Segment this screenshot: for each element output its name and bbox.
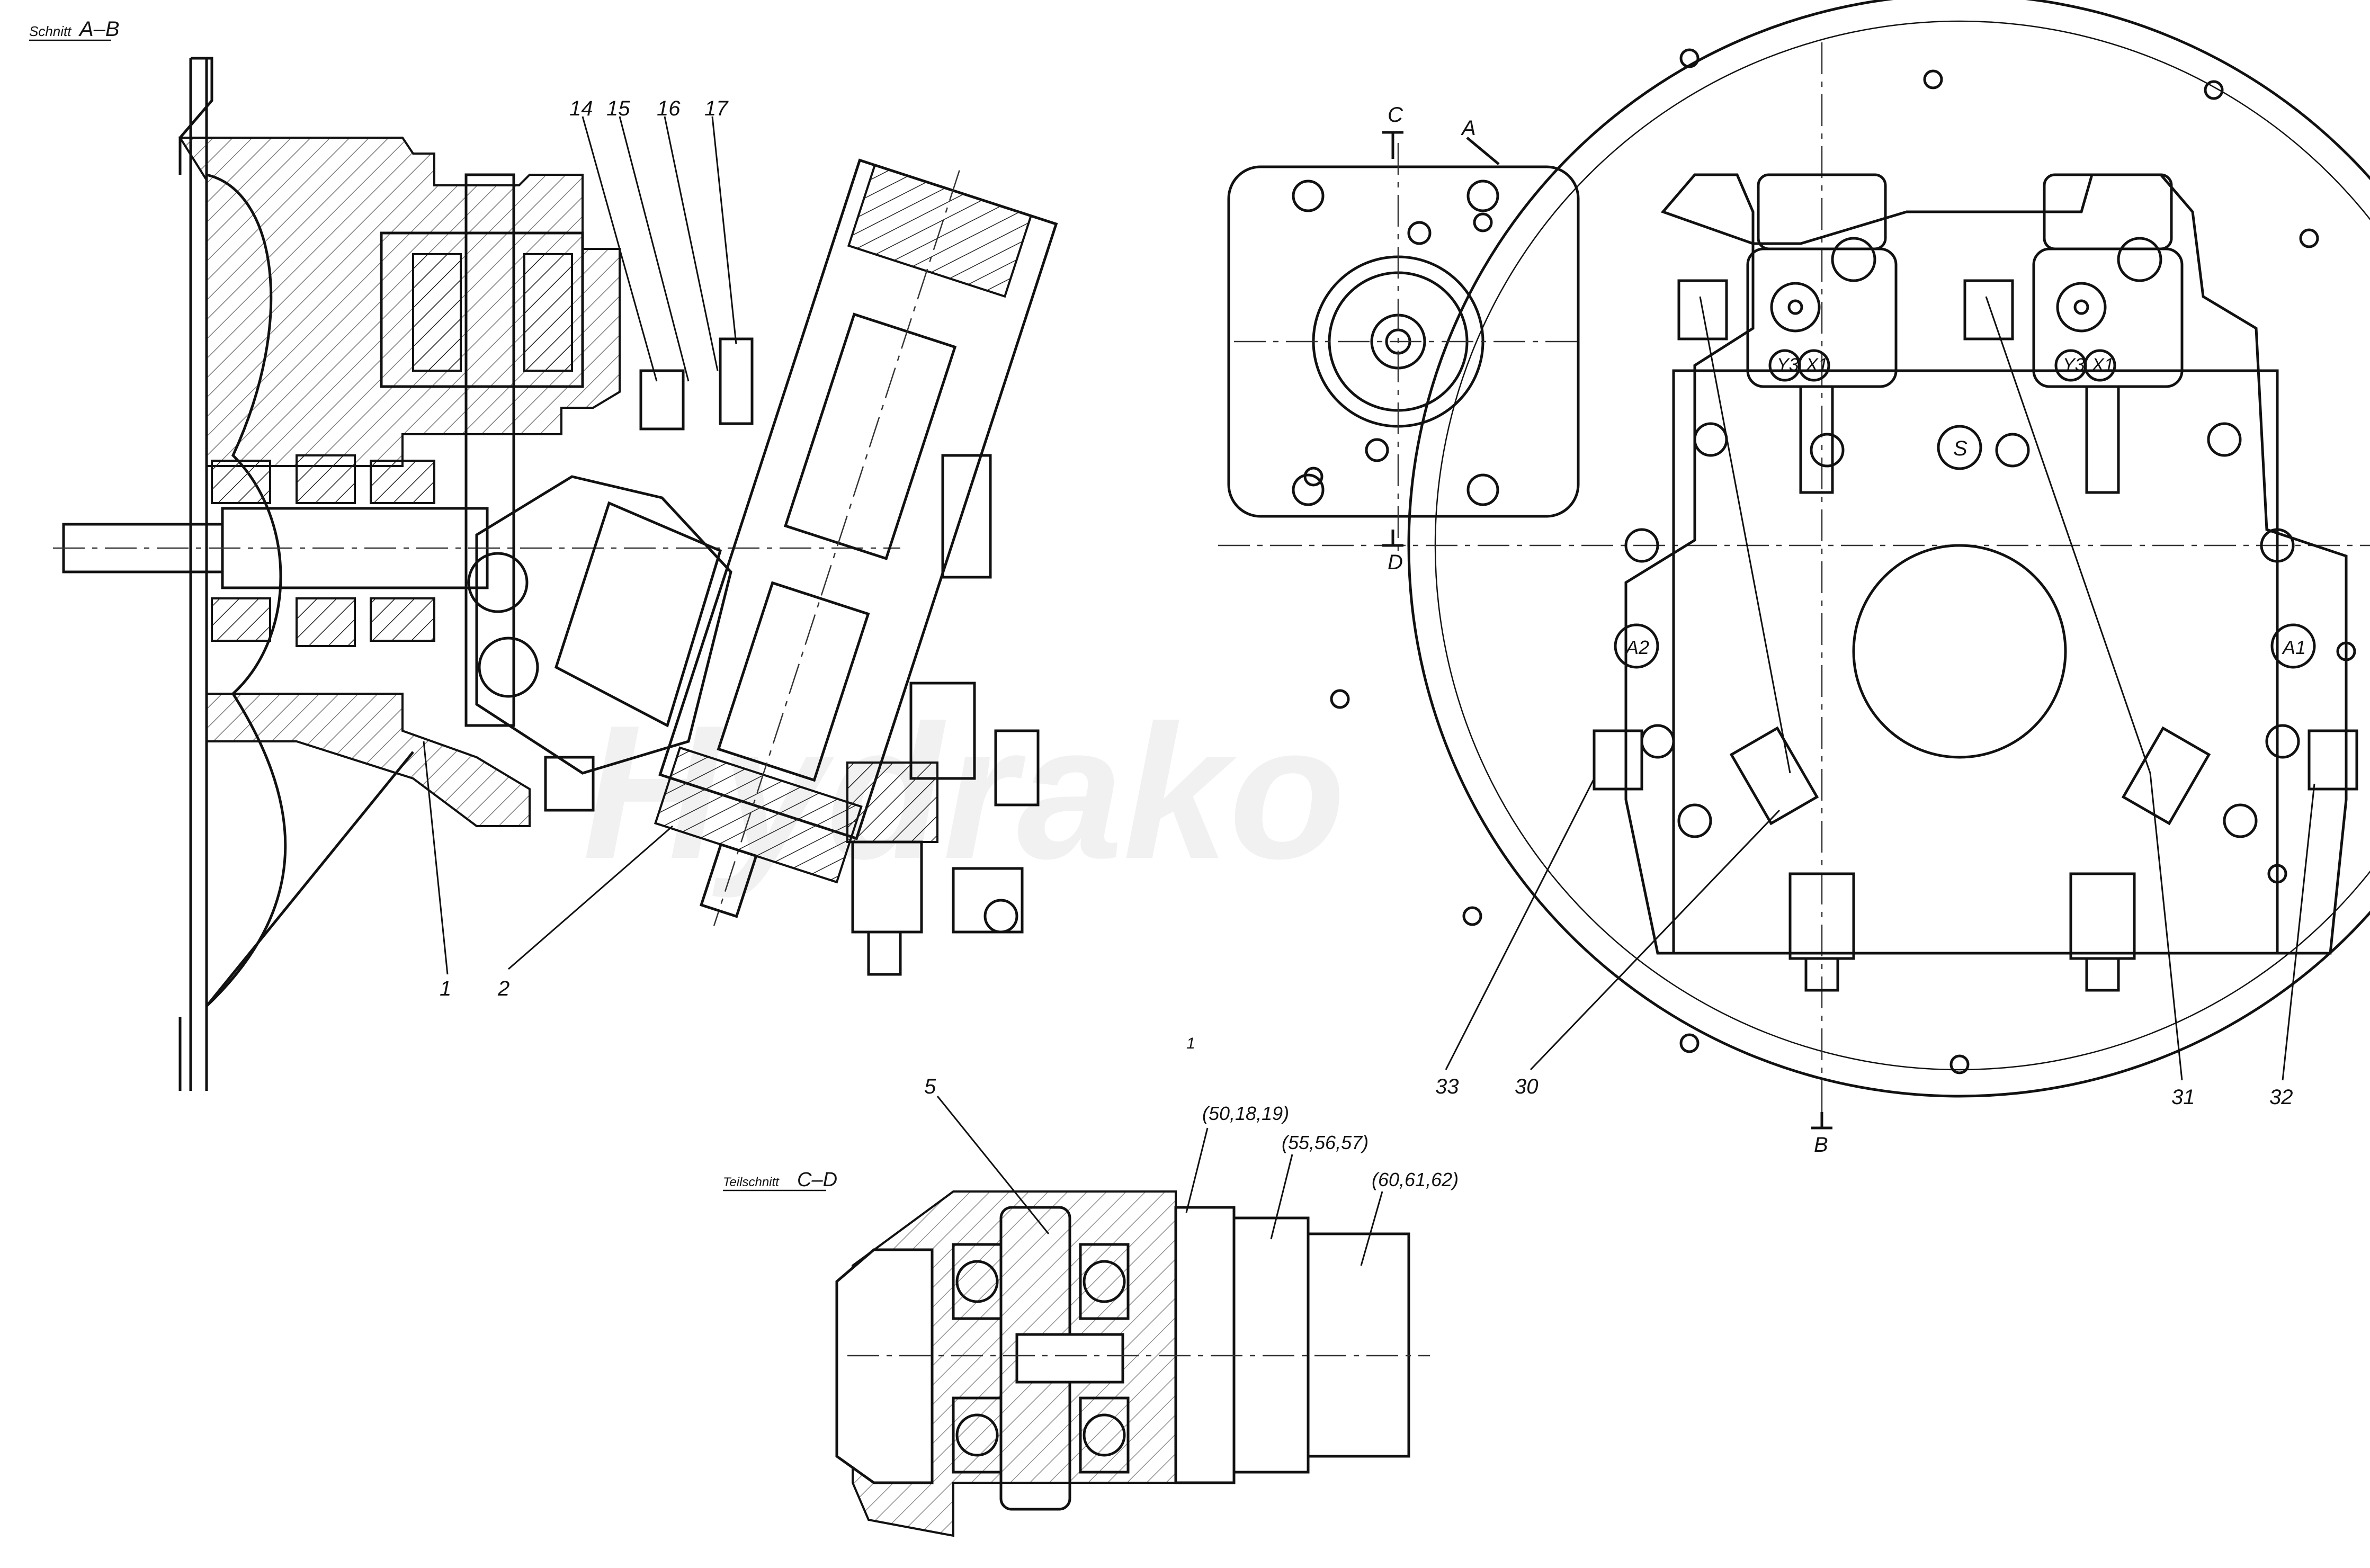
- cut-marker-a: A: [1461, 117, 1476, 140]
- callout-30: 30: [1515, 1075, 1539, 1098]
- section-cd-view: Teilschnitt C–D 5 (50,18,19) (55,56,57) …: [723, 1075, 1459, 1537]
- callout-group-60: (60,61,62): [1372, 1169, 1459, 1190]
- cylinder-block: [554, 501, 722, 728]
- callout-1: 1: [440, 977, 451, 1000]
- flange-disk: [1407, 0, 2370, 1098]
- callout-17: 17: [704, 97, 729, 120]
- port-label-a1: A1: [2282, 637, 2306, 658]
- control-valve-left: [1677, 173, 1898, 494]
- section-cd-title: Teilschnitt: [723, 1175, 780, 1189]
- callout-32: 32: [2269, 1086, 2293, 1109]
- stray-mark: 1: [1186, 1035, 1195, 1052]
- section-ab-label: A–B: [78, 17, 120, 41]
- center-bore: [1852, 544, 2067, 759]
- section-ab-title: Schnitt: [29, 23, 72, 39]
- callout-15: 15: [606, 97, 630, 120]
- section-cd-label: C–D: [797, 1169, 837, 1191]
- front-view: Y3 X1 Y3 X1 S A2 A1 C D A B 33 30 31 32: [1218, 0, 2370, 1157]
- section-ab-view: Schnitt A–B: [29, 17, 1058, 1091]
- port-s-circle: [1937, 425, 1982, 470]
- gear-bearing-housing: [380, 231, 584, 388]
- callout-group-55: (55,56,57): [1282, 1132, 1369, 1153]
- callout-group-50: (50,18,19): [1202, 1103, 1289, 1124]
- mount-plate: [1227, 143, 1584, 556]
- callout-31: 31: [2171, 1086, 2195, 1109]
- callout-33: 33: [1435, 1075, 1459, 1098]
- valve-column: [846, 454, 1040, 976]
- port-label-a2: A2: [1625, 637, 1649, 658]
- cut-marker-d: D: [1388, 551, 1403, 574]
- cut-marker-b: B: [1814, 1133, 1828, 1157]
- control-valve-right: [1963, 173, 2184, 494]
- callout-14: 14: [569, 97, 593, 120]
- pump-housing: [1624, 173, 2348, 955]
- port-label-s: S: [1953, 437, 1967, 460]
- callout-5: 5: [924, 1075, 936, 1098]
- callout-16: 16: [657, 97, 681, 120]
- control-block: [654, 158, 1058, 926]
- port-label-y3-right: Y3: [2063, 355, 2085, 375]
- port-label-x1-right: X1: [2091, 355, 2114, 375]
- callout-2: 2: [497, 977, 509, 1000]
- port-label-x1-left: X1: [1805, 355, 1828, 375]
- port-label-y3-left: Y3: [1777, 355, 1799, 375]
- cut-marker-c: C: [1388, 103, 1403, 127]
- tapered-bearings: [211, 454, 435, 647]
- flange-bolt-holes: [1303, 48, 2356, 1074]
